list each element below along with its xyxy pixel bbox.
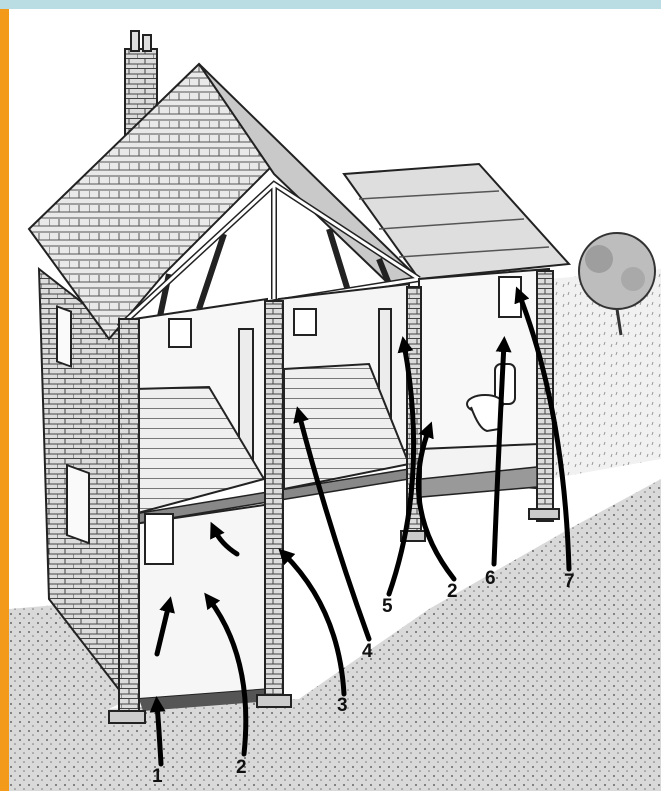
house-dampness-diagram: 1 2 3 4 5 2 6 7	[9, 9, 661, 791]
label-2-upper: 2	[447, 581, 458, 602]
upper-window-left	[169, 319, 191, 347]
label-6: 6	[485, 568, 496, 589]
label-4: 4	[362, 641, 373, 662]
label-5: 5	[382, 596, 393, 617]
label-3: 3	[337, 695, 348, 716]
front-pillar-left	[119, 319, 139, 714]
side-window-lower	[67, 465, 89, 543]
front-pillar-middle	[265, 301, 283, 699]
ground-floor-window	[145, 514, 173, 564]
label-7: 7	[564, 571, 575, 592]
label-2-lower: 2	[236, 757, 247, 778]
upper-window-middle	[294, 309, 316, 335]
left-color-band	[0, 9, 9, 791]
side-window-upper	[57, 306, 71, 366]
top-color-band	[0, 0, 661, 9]
label-1: 1	[152, 766, 163, 787]
arrow-3	[284, 554, 344, 694]
